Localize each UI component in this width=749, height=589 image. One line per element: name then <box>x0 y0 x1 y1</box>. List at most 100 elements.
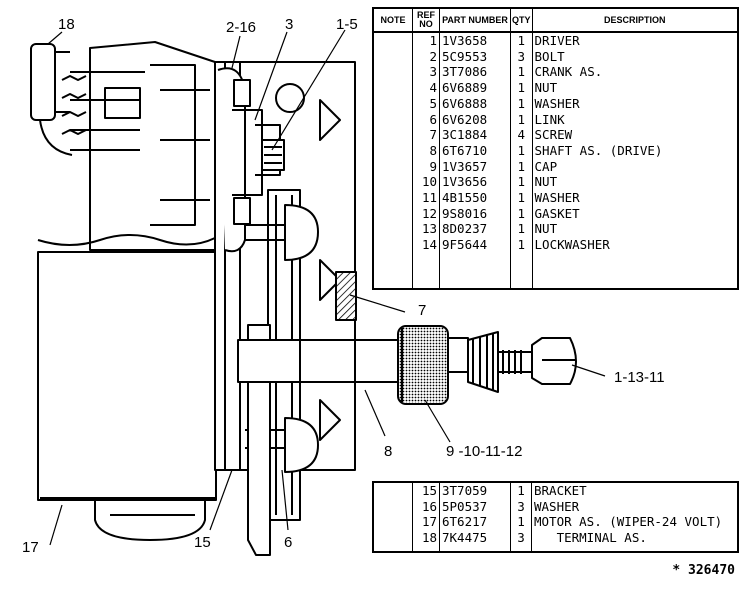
row-note <box>372 221 413 238</box>
row-description: CRANK AS. <box>531 64 739 81</box>
row-qty: 1 <box>510 158 533 175</box>
cap-9 <box>397 325 449 405</box>
row-part-number: 6V6889 <box>439 80 511 96</box>
row-ref-no: 6 <box>412 111 440 128</box>
row-qty: 1 <box>510 64 533 81</box>
callout-3: 3 <box>285 16 294 33</box>
row-ref-no: 9 <box>412 158 440 175</box>
row-description: DRIVER <box>531 32 739 49</box>
row-note <box>372 32 413 49</box>
row-ref-no: 13 <box>412 221 440 238</box>
row-qty: 4 <box>510 127 533 143</box>
row-ref-no: 2 <box>412 48 440 65</box>
row-note <box>372 80 413 96</box>
row-ref-no: 17 <box>412 514 440 530</box>
figure-id: * 326470 <box>672 563 735 578</box>
row-description: BRACKET <box>531 482 739 499</box>
terminal-18 <box>30 43 73 156</box>
row-note <box>372 48 413 65</box>
row-qty: 1 <box>510 190 533 206</box>
row-note <box>372 482 413 499</box>
row-qty: 1 <box>510 237 533 253</box>
row-description: SHAFT AS. (DRIVE) <box>531 142 739 159</box>
row-description: WASHER <box>531 95 739 112</box>
row-qty: 1 <box>510 221 533 238</box>
row-part-number: 1V3657 <box>439 158 511 175</box>
row-description: LINK <box>531 111 739 128</box>
row-part-number: 3T7086 <box>439 64 511 81</box>
row-qty: 1 <box>510 482 532 499</box>
row-description: BOLT <box>531 48 739 65</box>
crank-assembly <box>217 67 285 253</box>
row-note <box>372 237 413 253</box>
row-note <box>372 111 413 128</box>
row-ref-no: 18 <box>412 529 440 545</box>
row-qty: 3 <box>510 529 532 545</box>
row-ref-no: 12 <box>412 205 440 222</box>
callout-17: 17 <box>22 539 39 556</box>
row-note <box>372 64 413 81</box>
parts-table: NOTE REF NO PART NUMBER QTY DESCRIPTION … <box>372 7 739 290</box>
row-note <box>372 498 413 514</box>
row-qty: 1 <box>510 80 533 96</box>
row-part-number: 5P0537 <box>439 498 511 514</box>
motor-body <box>37 251 217 541</box>
row-description: NUT <box>531 221 739 238</box>
row-ref-no: 4 <box>412 80 440 96</box>
callout-9-12: 9 -10-11-12 <box>446 443 523 460</box>
header-ref-no: REF NO <box>412 8 440 33</box>
row-description: GASKET <box>531 205 739 222</box>
row-description: WASHER <box>531 190 739 206</box>
row-part-number: 6V6888 <box>439 95 511 112</box>
row-description: WASHER <box>531 498 739 514</box>
row-qty: 3 <box>510 48 533 65</box>
row-qty: 1 <box>510 111 533 128</box>
row-ref-no: 15 <box>412 482 440 499</box>
row-description: NUT <box>531 174 739 191</box>
callout-8: 8 <box>384 443 393 460</box>
row-note <box>372 529 413 545</box>
header-part-number: PART NUMBER <box>439 8 511 33</box>
row-ref-no: 11 <box>412 190 440 206</box>
leader-lines <box>47 29 606 546</box>
row-part-number: 6T6217 <box>439 514 511 530</box>
row-qty: 1 <box>510 32 533 49</box>
callout-1-13-11: 1-13-11 <box>614 369 665 386</box>
row-part-number: 3C1884 <box>439 127 511 143</box>
row-description: CAP <box>531 158 739 175</box>
row-part-number: 1V3656 <box>439 174 511 191</box>
row-description: MOTOR AS. (WIPER-24 VOLT) <box>531 514 739 530</box>
callout-6: 6 <box>284 534 293 551</box>
header-qty: QTY <box>510 8 533 33</box>
parts-table-header: NOTE REF NO PART NUMBER QTY DESCRIPTION <box>372 8 739 33</box>
row-qty: 1 <box>510 142 533 159</box>
row-qty: 1 <box>510 174 533 191</box>
row-ref-no: 14 <box>412 237 440 253</box>
row-ref-no: 8 <box>412 142 440 159</box>
row-qty: 1 <box>510 95 533 112</box>
row-ref-no: 7 <box>412 127 440 143</box>
row-note <box>372 205 413 222</box>
row-qty: 1 <box>510 205 533 222</box>
callout-18: 18 <box>58 16 75 33</box>
row-note <box>372 514 413 530</box>
row-note <box>372 127 413 143</box>
row-part-number: 3T7059 <box>439 482 511 499</box>
table-filler <box>372 545 739 552</box>
row-ref-no: 10 <box>412 174 440 191</box>
row-part-number: 9F5644 <box>439 237 511 253</box>
row-note <box>372 174 413 191</box>
